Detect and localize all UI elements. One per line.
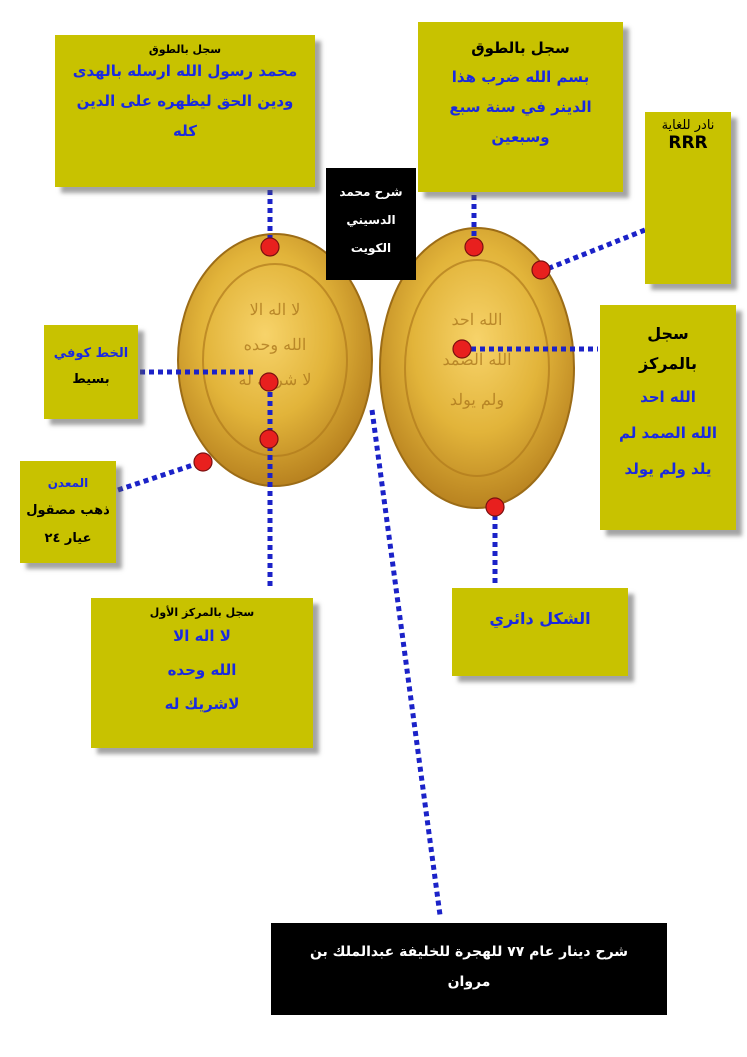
box-center-right-line: يلد ولم يولد: [624, 460, 712, 478]
box-center-left-line: لا اله الا: [173, 627, 231, 645]
box-shape-text: الشكل دائري: [489, 609, 591, 628]
box-margin-right-line: وسبعين: [491, 128, 550, 146]
box-center-right-title: سجل: [647, 324, 689, 343]
coin-reverse: ﺍﻟﻠﻪ ﺍﺣﺪ ﺍﻟﻠﻪ ﺍﻟﺼﻤﺪ ﻭﻟﻢ ﻳﻮﻟﺪ: [379, 227, 575, 509]
connector-metal: [117, 459, 203, 493]
box-center-right: سجل بالمركز الله احد الله الصمد لم يلد و…: [600, 305, 736, 530]
coin-reverse-glyph: ﻭﻟﻢ ﻳﻮﻟﺪ: [450, 390, 504, 409]
coin-reverse-glyph: ﺍﻟﻠﻪ ﺍﺣﺪ: [451, 310, 502, 329]
box-rarity: نادر للغاية RRR: [645, 112, 731, 284]
box-center-right-title: بالمركز: [639, 354, 697, 373]
box-rarity-value: RRR: [668, 133, 708, 153]
box-metal: المعدن ذهب مصقول عيار ٢٤: [20, 461, 116, 563]
box-center-right-line: الله الصمد لم: [618, 424, 718, 442]
caption-line: مروان: [447, 974, 491, 990]
box-margin-right: سجل بالطوق بسم الله ضرب هذا الدينر في سن…: [418, 22, 623, 192]
box-metal-line: عيار ٢٤: [44, 531, 92, 546]
marker-dot: [452, 339, 472, 359]
marker-dot: [260, 237, 280, 257]
box-shape: الشكل دائري: [452, 588, 628, 676]
marker-dot: [485, 497, 505, 517]
box-margin-left-line: كله: [173, 122, 197, 140]
connector-caption: [369, 409, 443, 916]
marker-dot: [464, 237, 484, 257]
marker-dot: [531, 260, 551, 280]
box-author-line: الدسيني: [346, 213, 396, 227]
box-center-right-line: الله احد: [640, 388, 696, 406]
box-metal-line: ذهب مصقول: [26, 503, 110, 518]
box-script: الخط كوفي بسيط: [44, 325, 138, 419]
box-margin-left-title: سجل بالطوق: [148, 43, 222, 56]
box-margin-right-line: الدينر في سنة سبع: [449, 98, 592, 116]
box-center-left-title: سجل بالمركز الأول: [149, 606, 255, 619]
marker-dot: [193, 452, 213, 472]
box-author-line: الكويت: [350, 241, 392, 255]
box-rarity-label: نادر للغاية: [661, 118, 715, 133]
box-metal-line: المعدن: [47, 476, 89, 490]
box-margin-right-line: بسم الله ضرب هذا: [451, 68, 590, 86]
box-author-line: شرح محمد: [339, 185, 403, 199]
caption: شرح دينار عام ٧٧ للهجرة للخليفة عبدالملك…: [271, 923, 667, 1015]
box-center-left-line: الله وحده: [167, 661, 237, 679]
connector-rarity: [541, 227, 646, 274]
box-author: شرح محمد الدسيني الكويت: [326, 168, 416, 280]
coin-obverse: ﻻ ﺍﻟﻪ ﺍﻻ ﺍﻟﻠﻪ ﻭﺣﺪﻩ ﻻ ﺷﺮﻳﻚ ﻟﻪ: [177, 233, 373, 487]
box-script-line: الخط كوفي: [53, 346, 129, 361]
coin-obverse-glyph: ﻻ ﺍﻟﻪ ﺍﻻ: [250, 300, 301, 319]
marker-dot: [259, 372, 279, 392]
box-margin-left-line: ودين الحق ليظهره على الدين: [76, 92, 294, 110]
box-center-left: سجل بالمركز الأول لا اله الا الله وحده ل…: [91, 598, 313, 748]
marker-dot: [259, 429, 279, 449]
box-center-left-line: لاشريك له: [164, 695, 240, 713]
caption-line: شرح دينار عام ٧٧ للهجرة للخليفة عبدالملك…: [309, 944, 629, 960]
box-margin-right-title: سجل بالطوق: [471, 39, 570, 57]
box-script-line: بسيط: [72, 372, 110, 387]
coin-obverse-glyph: ﺍﻟﻠﻪ ﻭﺣﺪﻩ: [244, 335, 307, 354]
box-margin-left: سجل بالطوق محمد رسول الله ارسله بالهدى و…: [55, 35, 315, 187]
box-margin-left-line: محمد رسول الله ارسله بالهدى: [72, 62, 298, 80]
